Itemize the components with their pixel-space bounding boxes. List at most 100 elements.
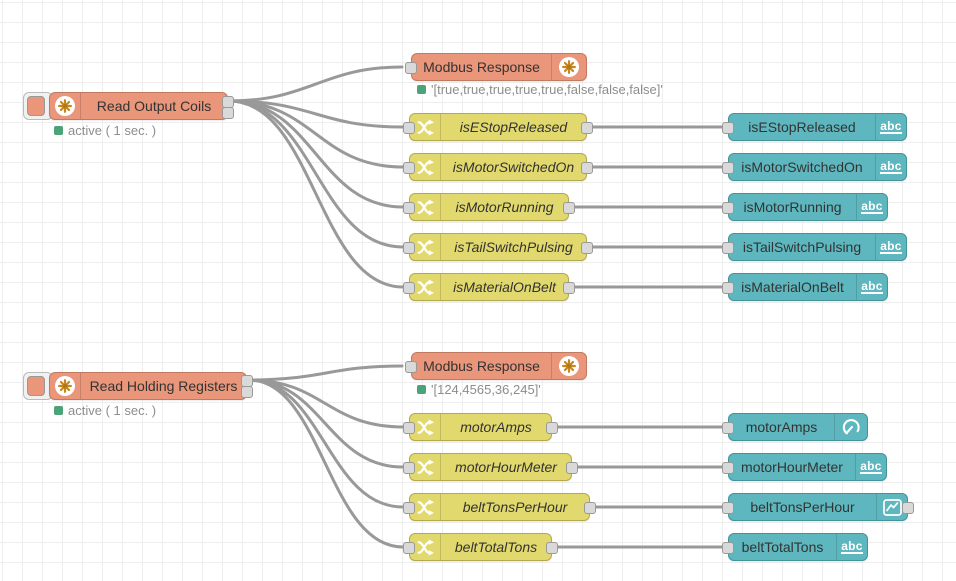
change-icon (410, 154, 441, 180)
port-input[interactable] (722, 542, 734, 554)
change-icon (410, 234, 441, 260)
node-label: motorAmps (460, 419, 532, 435)
port-input[interactable] (722, 502, 734, 514)
node-label: beltTotalTons (741, 539, 824, 555)
node-label: isTailSwitchPulsing (454, 239, 573, 255)
node-change-isestopreleased[interactable]: isEStopReleased (403, 113, 593, 141)
wire[interactable] (227, 99, 405, 209)
port-input[interactable] (405, 361, 417, 373)
node-label: Read Output Coils (96, 98, 212, 114)
node-change-motorhourmeter[interactable]: motorHourMeter (403, 453, 578, 481)
port-output[interactable] (563, 202, 575, 214)
node-label: isTailSwitchPulsing (742, 239, 862, 255)
port-output[interactable] (584, 502, 596, 514)
node-modbus-response-2[interactable]: Modbus Response (405, 352, 587, 380)
port-output[interactable] (581, 122, 593, 134)
port-output[interactable] (563, 282, 575, 294)
wire[interactable] (227, 99, 405, 169)
node-label: isMotorRunning (455, 199, 554, 215)
change-icon (410, 194, 441, 220)
node-modbus-response-1[interactable]: Modbus Response (405, 53, 587, 81)
port-output[interactable] (581, 162, 593, 174)
node-change-belttonsperhour[interactable]: beltTonsPerHour (403, 493, 596, 521)
port-input[interactable] (403, 502, 415, 514)
node-label: isEStopReleased (748, 119, 856, 135)
change-icon (410, 454, 441, 480)
node-label: Modbus Response (423, 358, 540, 374)
text-icon: abc (855, 454, 886, 480)
wire[interactable] (227, 99, 405, 249)
change-icon (410, 494, 441, 520)
inject-button[interactable] (27, 96, 45, 116)
port-output[interactable] (546, 422, 558, 434)
node-ui-text-ismaterialonbelt[interactable]: isMaterialOnBelt abc (722, 273, 888, 301)
port-input[interactable] (722, 202, 734, 214)
gauge-icon (834, 414, 867, 440)
port-input[interactable] (722, 462, 734, 474)
port-output[interactable] (546, 542, 558, 554)
port-input[interactable] (722, 242, 734, 254)
wire[interactable] (227, 99, 405, 129)
node-change-istailswitchpulsing[interactable]: isTailSwitchPulsing (403, 233, 593, 261)
port-input[interactable] (403, 462, 415, 474)
node-ui-gauge-motoramps[interactable]: motorAmps (722, 413, 868, 441)
status-text: '[true,true,true,true,true,false,false,f… (431, 82, 663, 97)
node-ui-text-istailswitchpulsing[interactable]: isTailSwitchPulsing abc (722, 233, 907, 261)
port-input[interactable] (403, 282, 415, 294)
node-ui-text-motorhourmeter[interactable]: motorHourMeter abc (722, 453, 887, 481)
port-output[interactable] (581, 242, 593, 254)
node-label: Read Holding Registers (89, 378, 238, 394)
node-change-ismotorrunning[interactable]: isMotorRunning (403, 193, 575, 221)
node-status: '[true,true,true,true,true,false,false,f… (417, 82, 663, 97)
node-ui-chart-belttonsperhour[interactable]: beltTonsPerHour (722, 493, 914, 521)
port-input[interactable] (403, 422, 415, 434)
node-read-holding-registers[interactable]: Read Holding Registers (49, 372, 253, 400)
node-ui-text-isestopreleased[interactable]: isEStopReleased abc (722, 113, 907, 141)
wire[interactable] (247, 364, 404, 382)
modbus-icon (50, 93, 81, 119)
port-output-2[interactable] (241, 386, 253, 398)
node-change-belttotaltons[interactable]: beltTotalTons (403, 533, 558, 561)
wire[interactable] (247, 378, 405, 469)
text-icon: abc (856, 274, 887, 300)
port-input[interactable] (403, 202, 415, 214)
text-icon: abc (875, 114, 906, 140)
node-ui-text-ismotorswitchedon[interactable]: isMotorSwitchedOn abc (722, 153, 907, 181)
node-label: isMaterialOnBelt (741, 279, 844, 295)
wire[interactable] (247, 378, 405, 509)
node-status: active ( 1 sec. ) (54, 123, 156, 138)
port-output[interactable] (566, 462, 578, 474)
port-input[interactable] (722, 282, 734, 294)
wire[interactable] (227, 99, 405, 289)
port-output-2[interactable] (222, 107, 234, 119)
node-label: isMotorSwitchedOn (741, 159, 863, 175)
node-change-ismaterialonbelt[interactable]: isMaterialOnBelt (403, 273, 575, 301)
port-input[interactable] (403, 542, 415, 554)
node-change-motoramps[interactable]: motorAmps (403, 413, 558, 441)
chart-icon (876, 494, 907, 520)
node-label: beltTonsPerHour (462, 499, 568, 515)
port-input[interactable] (722, 422, 734, 434)
wire[interactable] (247, 378, 405, 549)
inject-button[interactable] (27, 376, 45, 396)
port-input[interactable] (722, 162, 734, 174)
port-input[interactable] (403, 242, 415, 254)
status-text: '[124,4565,36,245]' (431, 382, 541, 397)
text-icon: abc (856, 194, 887, 220)
node-label: motorHourMeter (741, 459, 843, 475)
port-output[interactable] (902, 502, 914, 514)
port-input[interactable] (405, 62, 417, 74)
port-input[interactable] (403, 162, 415, 174)
node-ui-text-ismotorrunning[interactable]: isMotorRunning abc (722, 193, 888, 221)
port-input[interactable] (403, 122, 415, 134)
modbus-icon (551, 54, 586, 80)
node-read-output-coils[interactable]: Read Output Coils (49, 92, 234, 120)
port-input[interactable] (722, 122, 734, 134)
wire[interactable] (227, 65, 404, 103)
change-icon (410, 274, 441, 300)
status-text: active ( 1 sec. ) (68, 123, 157, 138)
node-change-ismotorswitchedon[interactable]: isMotorSwitchedOn (403, 153, 593, 181)
node-ui-text-belttotaltons[interactable]: beltTotalTons abc (722, 533, 868, 561)
